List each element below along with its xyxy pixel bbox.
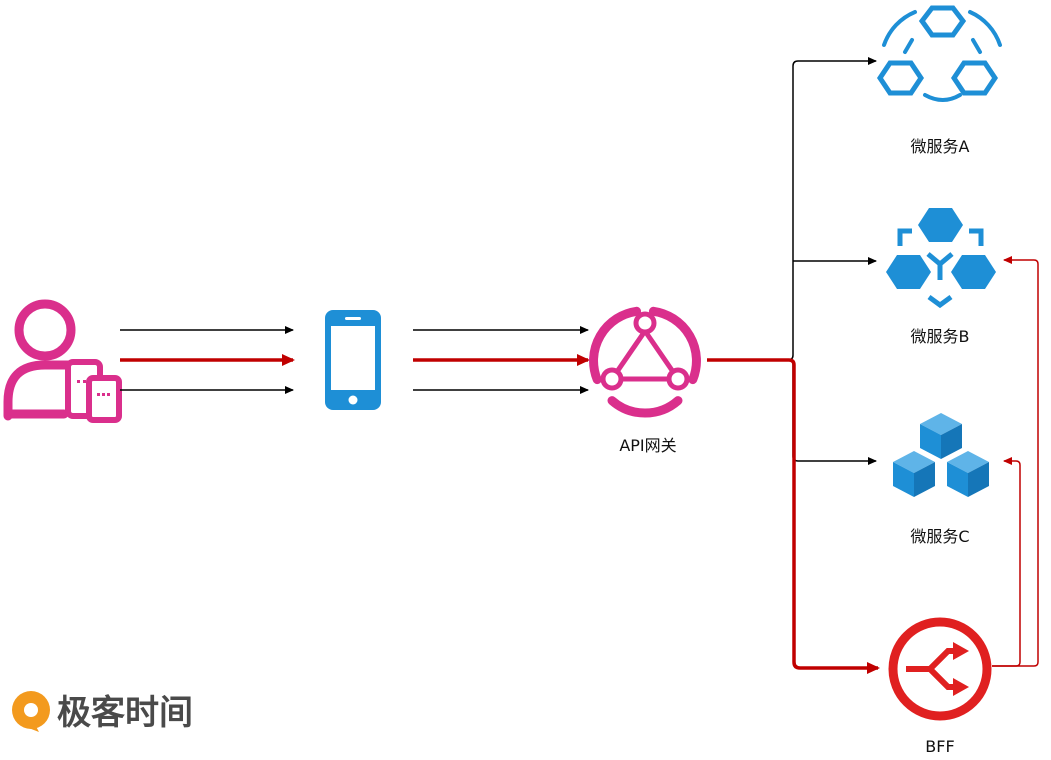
service-b-label: 微服务B (911, 327, 970, 346)
gateway-label: API网关 (619, 436, 676, 455)
edge-gateway-service-c (792, 360, 877, 465)
user-devices-icon (3, 299, 122, 423)
service-c-icon (893, 413, 989, 497)
brand-name: 极客时间 (57, 693, 193, 733)
edge-bff-service-c (992, 457, 1021, 667)
service-a-icon (876, 5, 1002, 102)
edge-gateway-service-a (710, 57, 877, 361)
brand-logo (12, 691, 50, 732)
mobile-phone-icon (325, 310, 381, 410)
service-a-label: 微服务A (911, 137, 970, 156)
edge-gateway-bff (707, 358, 880, 674)
bff-label: BFF (925, 737, 954, 756)
api-gateway-icon (589, 306, 701, 418)
edge-bff-service-b (992, 256, 1039, 667)
bff-icon (888, 617, 992, 721)
service-c-label: 微服务C (910, 527, 969, 546)
service-b-icon (886, 208, 996, 309)
